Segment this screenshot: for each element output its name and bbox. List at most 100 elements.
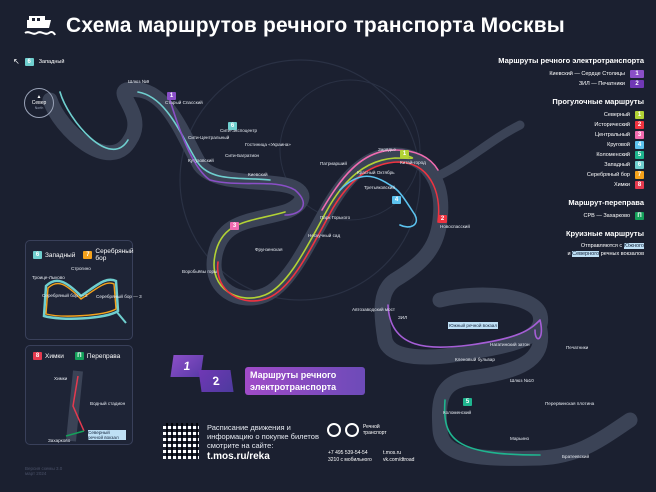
legend-label: Северный bbox=[603, 112, 630, 118]
station[interactable]: Патриарший bbox=[320, 161, 347, 166]
legend-badge: 7 bbox=[635, 171, 644, 179]
station[interactable]: Старый Спасский bbox=[165, 100, 203, 105]
cruise-and: и bbox=[567, 251, 571, 258]
legend-badge: П bbox=[635, 212, 644, 220]
station[interactable]: Сити-Экспоцентр bbox=[220, 128, 258, 133]
station[interactable]: Печатники bbox=[566, 345, 589, 350]
route-badge-5: 5 bbox=[463, 398, 472, 406]
legend-label: Круговой bbox=[607, 142, 630, 148]
station[interactable]: Сити-Центральный bbox=[188, 135, 230, 140]
route-badge-3: 3 bbox=[230, 222, 239, 230]
station[interactable]: Шлюз №9 bbox=[128, 79, 150, 84]
vk-link[interactable]: vk.com/dtroad bbox=[383, 456, 415, 463]
station[interactable]: Автозаводский мост bbox=[352, 307, 395, 312]
station[interactable]: Кленовый бульвар bbox=[455, 357, 495, 362]
garden-ring bbox=[279, 79, 421, 221]
station[interactable]: Строгино bbox=[71, 266, 91, 271]
ring-road bbox=[179, 59, 421, 301]
station[interactable]: Сити-Багратион bbox=[225, 153, 260, 158]
legend-row: Круговой 4 bbox=[484, 140, 644, 150]
route-badge-2: 2 bbox=[438, 215, 447, 223]
cruise-pre: Отправляются с bbox=[580, 243, 623, 249]
legend: Маршруты речного электротранспорта Киевс… bbox=[484, 56, 644, 259]
station[interactable]: Нагатинский затон bbox=[490, 342, 530, 347]
station[interactable]: Троице-Лыково bbox=[32, 275, 65, 280]
legend-label: СРВ — Захарково bbox=[583, 213, 631, 219]
short-phone: 3210 с мобильного bbox=[328, 456, 372, 463]
version-date: март 2024 bbox=[25, 471, 47, 476]
legend-label: Исторический bbox=[594, 122, 630, 128]
legend-label: Химки bbox=[613, 182, 630, 188]
compass: ▲ Север North bbox=[24, 88, 54, 118]
station[interactable]: Шлюз №10 bbox=[510, 378, 534, 383]
station[interactable]: Третьяковский bbox=[364, 185, 395, 190]
legend-electric-title: Маршруты речного электротранспорта bbox=[498, 56, 644, 65]
route-3-line bbox=[321, 149, 439, 211]
cruise-north: Северного bbox=[572, 251, 600, 258]
station[interactable]: Парк Горького bbox=[320, 215, 351, 220]
station[interactable]: ЗИЛ bbox=[398, 315, 408, 320]
legend-label: ЗИЛ — Печатники bbox=[578, 81, 625, 87]
boat-icon bbox=[24, 16, 56, 36]
station[interactable]: Новоспасский bbox=[440, 224, 470, 229]
station[interactable]: Зарядье bbox=[378, 147, 396, 152]
station[interactable]: Серебряный бор — 2 bbox=[42, 293, 88, 298]
phone[interactable]: +7 495 539-54-54 bbox=[328, 450, 368, 456]
station[interactable]: Химки bbox=[54, 376, 68, 381]
route-5-line bbox=[443, 399, 541, 456]
route-badge: 8 bbox=[33, 352, 42, 360]
legend-row: Химки 8 bbox=[484, 180, 644, 190]
legend-row: СРВ — Захарково П bbox=[484, 211, 644, 221]
route-e1-line bbox=[169, 99, 305, 216]
legend-label: Серебряный бор bbox=[586, 172, 630, 178]
station[interactable]: Водный стадион bbox=[90, 401, 126, 406]
station-north-terminal[interactable]: Северный речной вокзал bbox=[88, 430, 126, 441]
station[interactable]: Китай-город bbox=[400, 160, 426, 165]
route-badge: 6 bbox=[24, 57, 34, 66]
legend-badge: 1 bbox=[635, 111, 644, 119]
station[interactable]: Красный Октябрь bbox=[357, 170, 395, 175]
brand: Речной транспорт bbox=[327, 423, 389, 437]
legend-badge: 8 bbox=[635, 181, 644, 189]
cruise-south: Южного bbox=[623, 243, 644, 249]
river-south bbox=[432, 322, 638, 466]
boat-logo-icon bbox=[345, 423, 359, 437]
north-arrow-icon: ▲ bbox=[36, 94, 42, 100]
station[interactable]: Кутузовский bbox=[188, 158, 214, 163]
station-south-terminal[interactable]: Южный речной вокзал bbox=[448, 322, 499, 330]
arrow-up-left-icon: ↖ bbox=[13, 57, 20, 66]
legend-label: Коломенский bbox=[596, 152, 630, 158]
station[interactable]: Серебряный бор — 3 bbox=[96, 294, 142, 299]
station[interactable]: Воробьёвы горы bbox=[182, 269, 218, 274]
station[interactable]: Фрунзенская bbox=[255, 247, 283, 252]
station[interactable]: Нескучный сад bbox=[308, 233, 341, 238]
route-name: Переправа bbox=[86, 352, 121, 360]
promo-banner[interactable]: Маршруты речного электротранспорта bbox=[245, 367, 365, 395]
qr-code[interactable] bbox=[163, 423, 199, 459]
info-url[interactable]: t.mos.ru/reka bbox=[207, 451, 270, 462]
route-badge-e1: 1 bbox=[167, 92, 176, 100]
station[interactable]: Братеевский bbox=[562, 454, 590, 459]
legend-cruise-title: Круизные маршруты bbox=[565, 229, 644, 238]
station[interactable]: Перервинская плотина bbox=[545, 401, 595, 406]
route-name: Западный bbox=[45, 251, 76, 259]
page-title: Схема маршрутов речного транспорта Москв… bbox=[66, 14, 565, 37]
station[interactable]: Гостиница «Украина» bbox=[245, 142, 291, 147]
station[interactable]: Коломенский bbox=[443, 410, 472, 415]
route-badge: П bbox=[74, 352, 84, 360]
compass-label: Север bbox=[31, 100, 47, 106]
legend-badge: 1 bbox=[630, 70, 644, 78]
station[interactable]: Марьино bbox=[510, 436, 530, 441]
station[interactable]: Захарково bbox=[48, 438, 71, 443]
site-link[interactable]: t.mos.ru bbox=[383, 450, 402, 456]
route-name: Западный bbox=[38, 58, 65, 65]
station[interactable]: Киевский bbox=[248, 172, 268, 177]
legend-badge: 4 bbox=[635, 141, 644, 149]
